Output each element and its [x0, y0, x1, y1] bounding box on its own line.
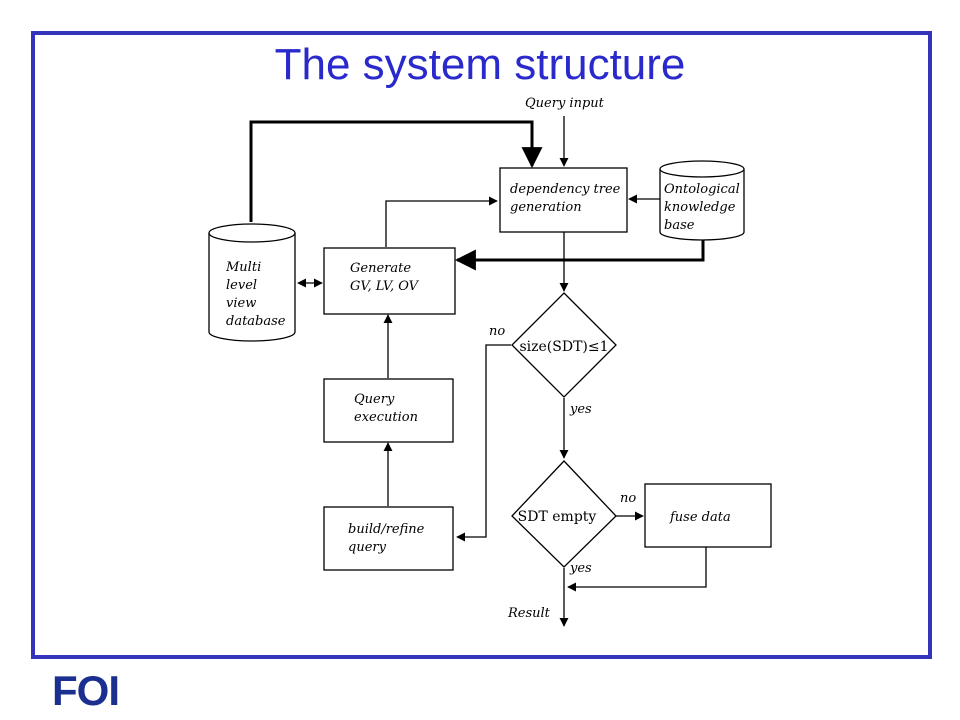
ontology-line3: base: [664, 218, 695, 233]
slide-frame: [31, 31, 932, 659]
build-line2: query: [348, 540, 387, 555]
generate-line2: GV, LV, OV: [350, 279, 420, 294]
query-execution-box: [323, 378, 454, 443]
generate-views-box: [323, 247, 456, 315]
build-line1: build/refine: [348, 522, 425, 537]
edge-ontology-to-generate: [454, 235, 705, 271]
result-label: Result: [507, 606, 551, 621]
fuse-data-label: fuse data: [669, 510, 731, 525]
fuse-data-box: [644, 483, 772, 548]
dependency-tree-line1: dependency tree: [510, 182, 621, 197]
edge-db-to-dependency: [249, 120, 543, 222]
sdt-empty-label: SDT empty: [518, 509, 597, 525]
database-line2: level: [226, 278, 257, 293]
database-line3: view: [226, 296, 256, 311]
edge-generate-to-dependency: [385, 196, 498, 247]
query-input-label: Query input: [525, 96, 605, 111]
dependency-tree-box: [499, 167, 628, 233]
ontology-line2: knowledge: [664, 200, 736, 215]
size-no-label: no: [489, 324, 505, 339]
database-line4: database: [226, 314, 286, 329]
database-line1: Multi: [225, 260, 261, 275]
dependency-tree-line2: generation: [510, 200, 582, 215]
empty-no-label: no: [620, 491, 636, 506]
slide-title: The system structure: [274, 40, 686, 89]
foi-logo: FOI: [52, 667, 120, 714]
edge-size-no: [456, 344, 511, 542]
size-check-label: size(SDT)≤1: [519, 339, 608, 355]
size-yes-label: yes: [569, 402, 592, 417]
database-cylinder: [208, 223, 296, 342]
sdt-empty-diamond: [511, 460, 617, 568]
size-check-diamond: [511, 292, 617, 398]
execution-line1: Query: [354, 392, 395, 407]
generate-line1: Generate: [350, 261, 411, 276]
edge-fuse-to-result: [567, 547, 707, 592]
execution-line2: execution: [354, 410, 418, 425]
empty-yes-label: yes: [569, 561, 592, 576]
ontology-line1: Ontological: [664, 182, 740, 197]
build-refine-box: [323, 506, 454, 571]
ontology-cylinder: [659, 160, 745, 241]
